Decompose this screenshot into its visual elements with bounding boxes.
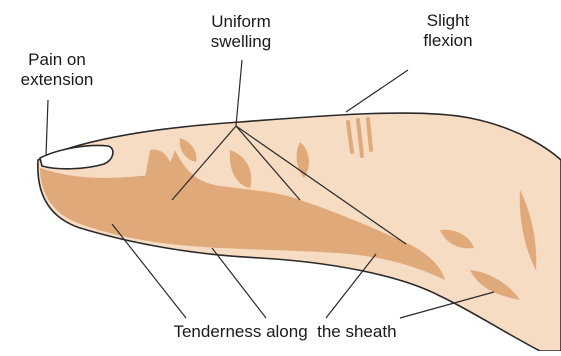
nail: [40, 146, 113, 169]
leader-swell-main: [236, 60, 242, 126]
label-uniform-swelling: Uniform swelling: [186, 12, 296, 52]
label-flex-line-1: Slight: [393, 11, 503, 31]
label-flex-line-2: flexion: [393, 31, 503, 51]
label-slight-flexion: Slight flexion: [393, 11, 503, 51]
label-pain-on-extension: Pain on extension: [2, 50, 112, 90]
label-pain-line-1: Pain on: [2, 50, 112, 70]
leader-flex: [346, 70, 408, 112]
label-swell-line-1: Uniform: [186, 12, 296, 32]
leader-pain: [46, 100, 48, 156]
label-tenderness: Tenderness along the sheath: [100, 322, 470, 342]
label-pain-line-2: extension: [2, 70, 112, 90]
label-swell-line-2: swelling: [186, 32, 296, 52]
